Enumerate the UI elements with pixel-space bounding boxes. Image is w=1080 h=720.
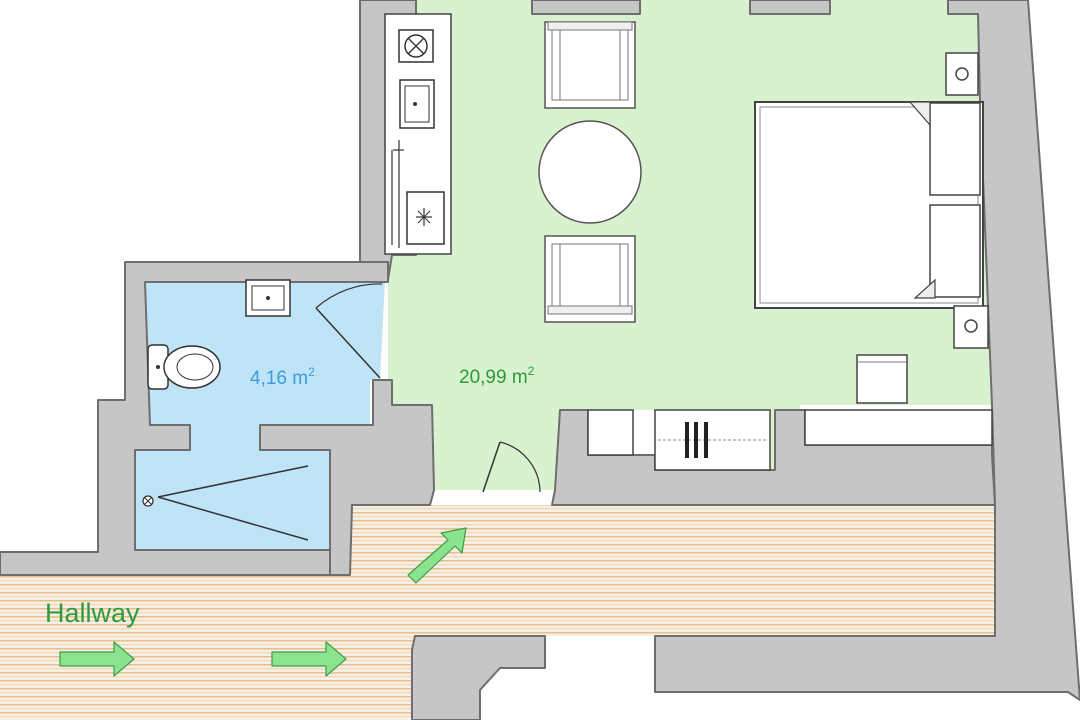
wall-bathroom-outer <box>0 261 389 576</box>
wall-right-outer <box>654 0 1080 701</box>
hallway-floor <box>0 505 995 720</box>
wall-hallway-bottom <box>411 635 546 720</box>
shower-drain-icon <box>142 465 309 541</box>
direction-arrow-icon <box>407 527 467 584</box>
direction-arrow-icon <box>59 641 135 677</box>
kitchen-counter <box>384 13 452 255</box>
toilet-icon <box>147 344 221 390</box>
hallway-label: Hallway <box>45 598 140 628</box>
lamp-icon <box>964 319 978 333</box>
stool-icon <box>856 354 908 404</box>
wall-bathroom-partition <box>259 379 435 576</box>
kitchen-sink-icon <box>399 79 435 129</box>
living-area-label: 20,99 m2 <box>459 364 535 388</box>
direction-arrow-icon <box>271 641 347 677</box>
door-swing-icon <box>482 441 541 493</box>
wardrobe-icon <box>587 409 993 471</box>
bed-icon <box>754 101 984 309</box>
table-icon <box>538 120 642 224</box>
washbasin-icon <box>245 279 291 317</box>
chair-icon <box>544 235 636 323</box>
nightstand-icon <box>953 305 989 349</box>
chair-icon <box>544 21 636 109</box>
nightstand-icon <box>945 52 979 96</box>
stove-icon <box>398 29 434 63</box>
bathroom-area-label: 4,16 m2 <box>250 365 315 389</box>
door-swing-icon <box>315 283 383 379</box>
lamp-icon <box>955 67 969 81</box>
dishwasher-icon <box>406 191 445 245</box>
wall-top-stub-right <box>749 0 831 15</box>
dining-set <box>538 21 642 323</box>
wall-top-stub-left <box>531 0 641 15</box>
